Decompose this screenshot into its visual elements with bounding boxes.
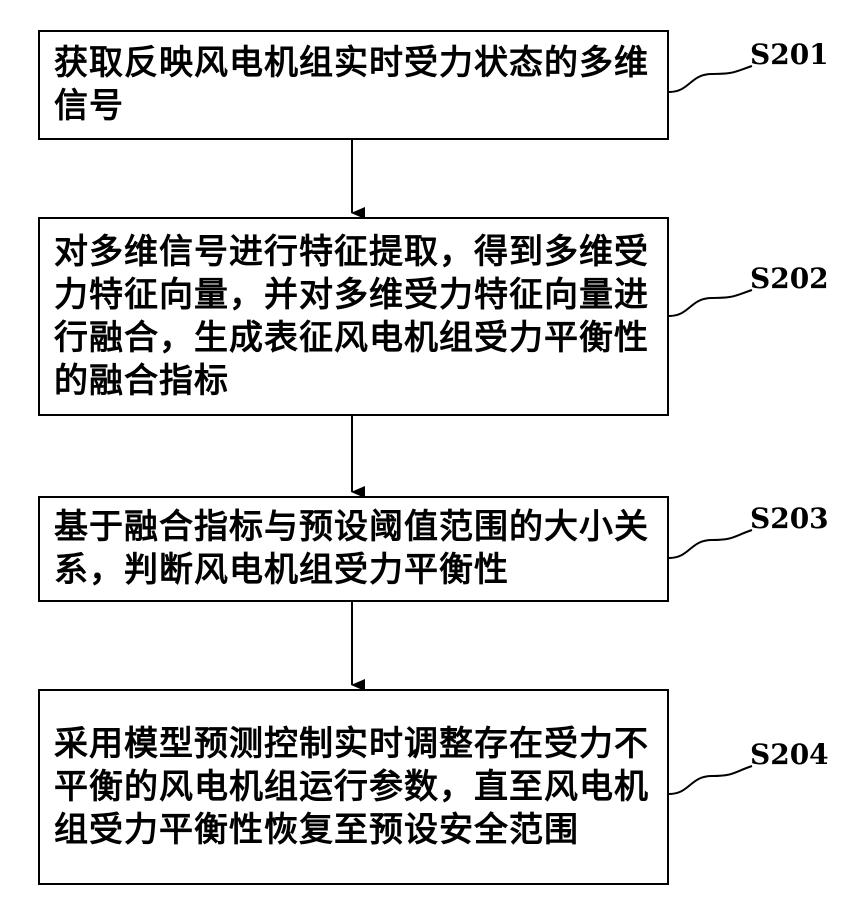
step-text-s202: 对多维信号进行特征提取，得到多维受力特征向量，并对多维受力特征向量进行融合，生成… <box>40 231 667 403</box>
step-label-s201: S201 <box>750 38 829 71</box>
step-text-s203: 基于融合指标与预设阈值范围的大小关系，判断风电机组受力平衡性 <box>40 506 667 592</box>
step-box-s203: 基于融合指标与预设阈值范围的大小关系，判断风电机组受力平衡性 <box>38 496 669 602</box>
step-text-s204: 采用模型预测控制实时调整存在受力不平衡的风电机组运行参数，直至风电机组受力平衡性… <box>40 723 667 852</box>
step-label-s202: S202 <box>750 262 829 295</box>
step-box-s202: 对多维信号进行特征提取，得到多维受力特征向量，并对多维受力特征向量进行融合，生成… <box>38 217 669 416</box>
step-label-s203: S203 <box>750 502 829 535</box>
step-box-s204: 采用模型预测控制实时调整存在受力不平衡的风电机组运行参数，直至风电机组受力平衡性… <box>38 689 669 885</box>
step-box-s201: 获取反映风电机组实时受力状态的多维信号 <box>38 30 669 140</box>
step-text-s201: 获取反映风电机组实时受力状态的多维信号 <box>40 42 667 128</box>
leader-line-s203 <box>669 530 752 558</box>
leader-line-s201 <box>669 66 752 92</box>
leader-line-s204 <box>669 766 752 794</box>
step-label-s204: S204 <box>750 738 829 771</box>
leader-line-s202 <box>669 290 752 316</box>
